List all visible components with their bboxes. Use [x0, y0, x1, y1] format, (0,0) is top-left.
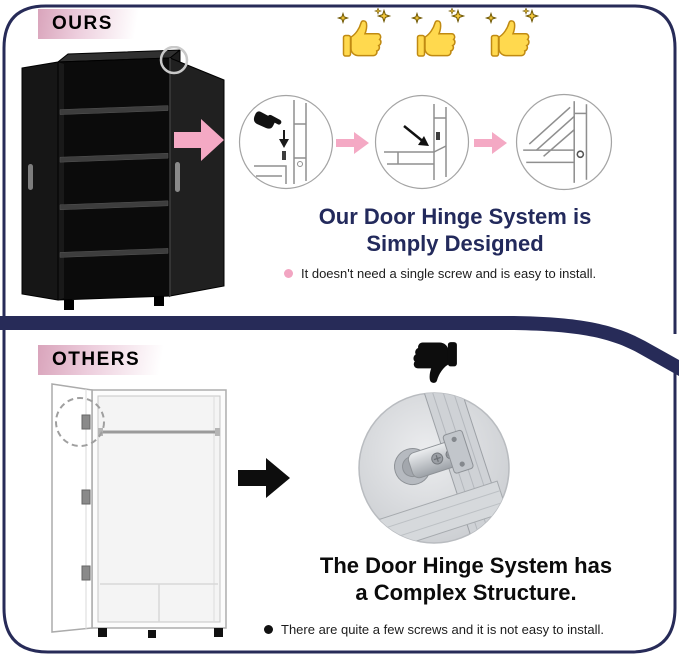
door-hinge	[81, 414, 91, 430]
hinge-step-3-circle	[515, 93, 613, 191]
thumbs-up-icon	[338, 8, 391, 57]
black-cabinet-illustration	[21, 46, 225, 310]
others-ribbon-label: OTHERS	[52, 349, 141, 370]
thumbs-down-icon	[413, 342, 457, 383]
black-bullet-dot	[264, 625, 273, 634]
ours-bullet-text: It doesn't need a single screw and is ea…	[301, 266, 597, 281]
ours-bullet: It doesn't need a single screw and is ea…	[284, 266, 629, 281]
thumbs-up-icon	[412, 8, 465, 57]
hinge-highlight-circle	[55, 397, 105, 447]
complex-hinge-photo-circle	[358, 392, 510, 544]
others-ribbon: OTHERS	[38, 345, 171, 375]
others-bullet-text: There are quite a few screws and it is n…	[281, 622, 604, 637]
ours-ribbon-label: OURS	[52, 13, 113, 34]
arrow-right-icon	[238, 458, 290, 498]
others-heading-line1: The Door Hinge System has	[319, 553, 613, 578]
hinge-plate	[442, 429, 474, 474]
ours-heading: Our Door Hinge System is Simply Designed	[288, 204, 622, 258]
door-hinge	[81, 489, 91, 505]
thumbs-up-row	[336, 8, 540, 62]
door-hinge	[81, 565, 91, 581]
ours-ribbon: OURS	[38, 9, 143, 39]
hand-icon	[253, 111, 282, 129]
hinge-highlight-circle	[159, 46, 189, 75]
white-wardrobe-illustration	[51, 383, 227, 638]
others-heading-line2: a Complex Structure.	[355, 579, 577, 605]
pink-bullet-dot	[284, 269, 293, 278]
arrow-right-icon	[174, 119, 224, 161]
hinge-step-1-circle	[238, 94, 334, 190]
arrow-right-icon	[336, 132, 369, 154]
ours-heading-line2: Simply Designed	[366, 230, 544, 256]
thumbs-up-icon	[486, 8, 539, 57]
others-bullet: There are quite a few screws and it is n…	[264, 622, 664, 637]
others-heading: The Door Hinge System has a Complex Stru…	[282, 553, 650, 607]
arrow-right-icon	[474, 132, 507, 154]
ours-heading-line1: Our Door Hinge System is	[318, 204, 592, 229]
hinge-step-2-circle	[374, 94, 470, 190]
